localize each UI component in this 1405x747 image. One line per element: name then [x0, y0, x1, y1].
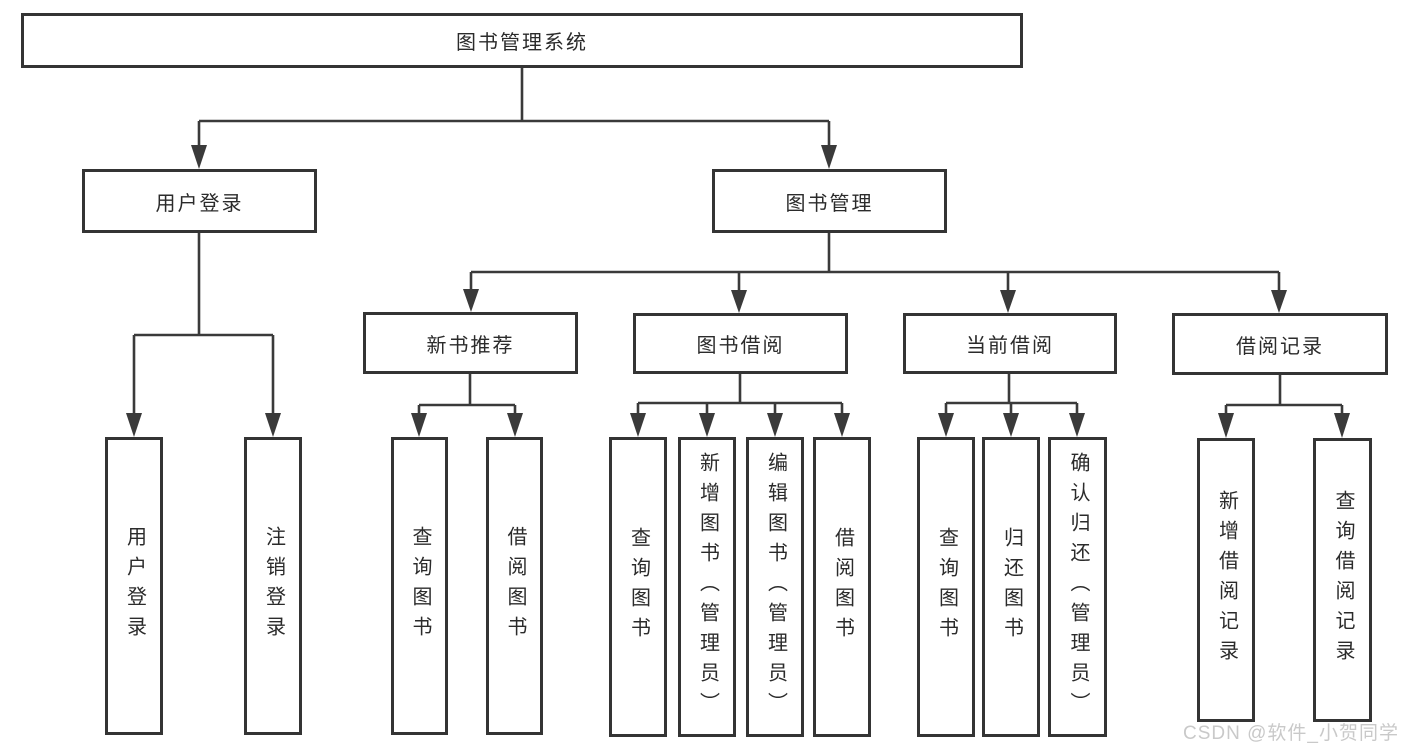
node-new-book-recommend-label: 新书推荐 [426, 334, 515, 357]
node-book-management-label: 图书管理 [785, 192, 874, 215]
node-book-borrow-label: 图书借阅 [696, 335, 785, 357]
edge-user-login-children [126, 233, 281, 437]
node-borrow-records-label: 借阅记录 [1236, 335, 1324, 358]
leaf-borrow-book-recommend: 借阅图书 [486, 437, 543, 735]
node-root-label: 图书管理系统 [456, 32, 588, 54]
node-user-login-label: 用户登录 [155, 192, 244, 215]
node-user-login: 用户登录 [82, 169, 317, 233]
leaf-query-current-borrow: 查询图书 [917, 437, 975, 737]
node-book-management: 图书管理 [712, 169, 947, 233]
edge-borrow-records-children [1218, 375, 1350, 438]
leaf-return-book: 归还图书 [982, 437, 1040, 737]
leaf-borrow-book: 借阅图书 [813, 437, 871, 737]
leaf-query-borrow-record-label: 查询借阅记录 [1332, 490, 1354, 670]
leaf-borrow-book-recommend-label: 借阅图书 [504, 526, 526, 646]
leaf-logout: 注销登录 [244, 437, 302, 735]
leaf-user-login: 用户登录 [105, 437, 163, 735]
node-root: 图书管理系统 [21, 13, 1023, 68]
edge-book-management-children [463, 233, 1287, 313]
edge-new-book-recommend-children [411, 374, 523, 437]
leaf-query-borrow-record: 查询借阅记录 [1313, 438, 1372, 722]
csdn-watermark: CSDN @软件_小贺同学 [1183, 723, 1399, 744]
node-current-borrow: 当前借阅 [903, 313, 1117, 374]
leaf-query-book-borrow-label: 查询图书 [627, 527, 650, 647]
leaf-add-book-admin: 新增图书（管理员） [678, 437, 736, 737]
leaf-add-borrow-record-label: 新增借阅记录 [1215, 490, 1238, 670]
leaf-return-book-label: 归还图书 [1000, 527, 1023, 647]
leaf-user-login-label: 用户登录 [123, 526, 146, 646]
leaf-query-book-recommend-label: 查询图书 [409, 526, 431, 646]
node-current-borrow-label: 当前借阅 [966, 335, 1054, 357]
leaf-logout-label: 注销登录 [262, 526, 285, 646]
leaf-edit-book-admin: 编辑图书（管理员） [746, 437, 804, 737]
leaf-add-book-admin-label: 新增图书（管理员） [696, 452, 719, 722]
edge-root-to-level2 [191, 68, 837, 169]
node-book-borrow: 图书借阅 [633, 313, 848, 374]
leaf-confirm-return-admin-label: 确认归还（管理员） [1067, 452, 1089, 722]
leaf-confirm-return-admin: 确认归还（管理员） [1048, 437, 1107, 737]
node-new-book-recommend: 新书推荐 [363, 312, 578, 374]
edge-current-borrow-children [938, 374, 1085, 437]
leaf-query-current-borrow-label: 查询图书 [935, 527, 958, 647]
leaf-query-book-recommend: 查询图书 [391, 437, 448, 735]
leaf-add-borrow-record: 新增借阅记录 [1197, 438, 1255, 722]
leaf-query-book-borrow: 查询图书 [609, 437, 667, 737]
edge-book-borrow-children [630, 374, 850, 437]
leaf-edit-book-admin-label: 编辑图书（管理员） [764, 452, 787, 722]
leaf-borrow-book-label: 借阅图书 [831, 527, 854, 647]
node-borrow-records: 借阅记录 [1172, 313, 1388, 375]
